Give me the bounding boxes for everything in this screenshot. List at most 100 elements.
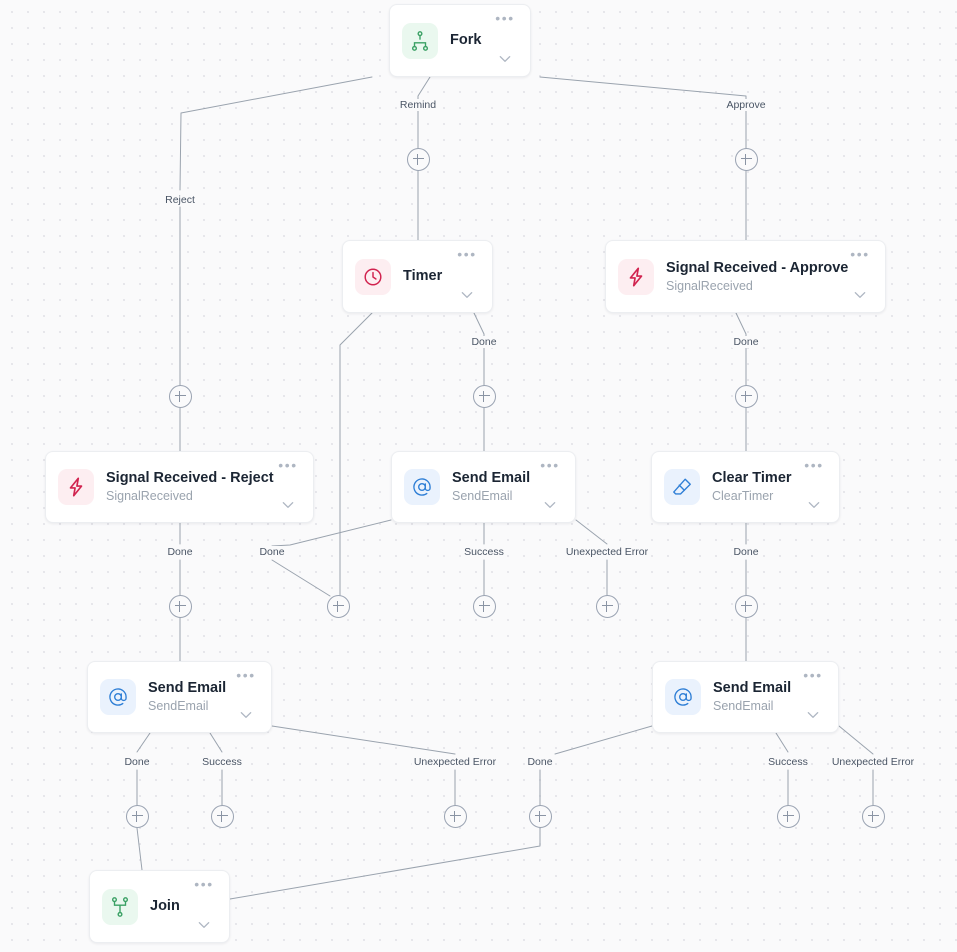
node-controls: ••• — [798, 662, 828, 732]
node-subtitle: SendEmail — [713, 699, 774, 714]
add-node-button-email-error[interactable] — [595, 594, 619, 618]
node-controls: ••• — [535, 452, 565, 522]
edge-label-email-success: Success — [462, 546, 506, 558]
edge-label-left-done: Done — [122, 756, 152, 768]
add-node-button-timer-done[interactable] — [472, 384, 496, 408]
edge-right-email-error — [838, 725, 874, 755]
edge-label-reject-done: Done — [165, 546, 195, 558]
node-menu-icon[interactable]: ••• — [850, 246, 870, 262]
add-node-button-left-done[interactable] — [125, 804, 149, 828]
add-node-button-reject-done[interactable] — [168, 594, 192, 618]
node-subtitle: ClearTimer — [712, 489, 774, 504]
edge-fork-to-remind — [417, 76, 431, 151]
node-title: Signal Received - Approve — [666, 259, 849, 276]
lightning-icon — [618, 258, 654, 295]
node-title: Signal Received - Reject — [106, 470, 274, 487]
edge-label-approve-done: Done — [731, 336, 761, 348]
edge-loopdone-to-plus — [271, 559, 331, 597]
edge-fork-to-reject — [179, 76, 373, 191]
add-node-button-left-success[interactable] — [210, 804, 234, 828]
chevron-down-icon[interactable] — [805, 707, 821, 723]
node-subtitle: SignalReceived — [106, 489, 193, 504]
add-node-button-timer-loop[interactable] — [326, 594, 350, 618]
add-node-button-remind[interactable] — [406, 147, 430, 171]
node-menu-icon[interactable]: ••• — [803, 667, 823, 683]
node-title: Join — [150, 898, 180, 915]
node-menu-icon[interactable]: ••• — [194, 876, 214, 892]
node-title: Clear Timer — [712, 470, 792, 487]
chevron-down-icon[interactable] — [852, 287, 868, 303]
node-controls: ••• — [799, 452, 829, 522]
at-icon — [100, 679, 136, 715]
add-node-button-reject[interactable] — [168, 384, 192, 408]
eraser-icon — [664, 469, 700, 505]
chevron-down-icon[interactable] — [459, 287, 475, 303]
add-node-button-email-success[interactable] — [472, 594, 496, 618]
add-node-button-right-error[interactable] — [861, 804, 885, 828]
edge-right-email-success — [775, 732, 789, 753]
edge-label-right-success: Success — [766, 756, 810, 768]
edge-label-right-done: Done — [525, 756, 555, 768]
edge-label-left-error: Unexpected Error — [411, 756, 499, 768]
node-text-group: Timer — [403, 267, 452, 285]
node-menu-icon[interactable]: ••• — [278, 457, 298, 473]
workflow-node-fork[interactable]: Fork ••• — [389, 4, 531, 77]
node-title: Send Email — [713, 680, 792, 697]
node-menu-icon[interactable]: ••• — [540, 457, 560, 473]
lightning-icon — [58, 469, 94, 505]
workflow-node-join[interactable]: Join ••• — [89, 870, 230, 943]
add-node-button-right-done[interactable] — [528, 804, 552, 828]
node-menu-icon[interactable]: ••• — [804, 457, 824, 473]
node-controls: ••• — [189, 871, 219, 942]
node-subtitle: SendEmail — [452, 489, 513, 504]
chevron-down-icon[interactable] — [497, 51, 513, 67]
node-text-group: Join — [150, 897, 189, 915]
chevron-down-icon[interactable] — [196, 917, 212, 933]
add-node-button-right-success[interactable] — [776, 804, 800, 828]
workflow-node-timer[interactable]: Timer ••• — [342, 240, 493, 313]
join-icon — [102, 888, 138, 925]
fork-icon — [402, 22, 438, 59]
add-node-button-approve-done[interactable] — [734, 384, 758, 408]
chevron-down-icon[interactable] — [806, 497, 822, 513]
node-controls: ••• — [231, 662, 261, 732]
edge-right-email-done — [554, 725, 653, 755]
node-title: Fork — [450, 32, 482, 49]
edge-label-remind: Remind — [397, 99, 439, 111]
at-icon — [665, 679, 701, 715]
chevron-down-icon[interactable] — [280, 497, 296, 513]
edge-timer-to-done — [473, 312, 485, 387]
add-node-button-approve[interactable] — [734, 147, 758, 171]
edge-leftdone-to-join — [136, 827, 143, 871]
add-node-button-cleartimer-done[interactable] — [734, 594, 758, 618]
node-controls: ••• — [845, 241, 875, 312]
chevron-down-icon[interactable] — [542, 497, 558, 513]
chevron-down-icon[interactable] — [238, 707, 254, 723]
edge-left-email-done — [136, 732, 151, 753]
node-menu-icon[interactable]: ••• — [495, 10, 515, 26]
edge-label-approve: Approve — [724, 99, 768, 111]
edge-email-error — [575, 519, 608, 545]
node-subtitle: SignalReceived — [666, 278, 753, 293]
edge-label-timer-done: Done — [469, 336, 499, 348]
add-node-button-left-error[interactable] — [443, 804, 467, 828]
node-subtitle: SendEmail — [148, 699, 209, 714]
node-menu-icon[interactable]: ••• — [457, 246, 477, 262]
edge-fork-to-approve — [539, 76, 747, 151]
node-menu-icon[interactable]: ••• — [236, 667, 256, 683]
edge-email-left-back — [271, 519, 392, 547]
node-text-group: Fork — [450, 31, 490, 49]
